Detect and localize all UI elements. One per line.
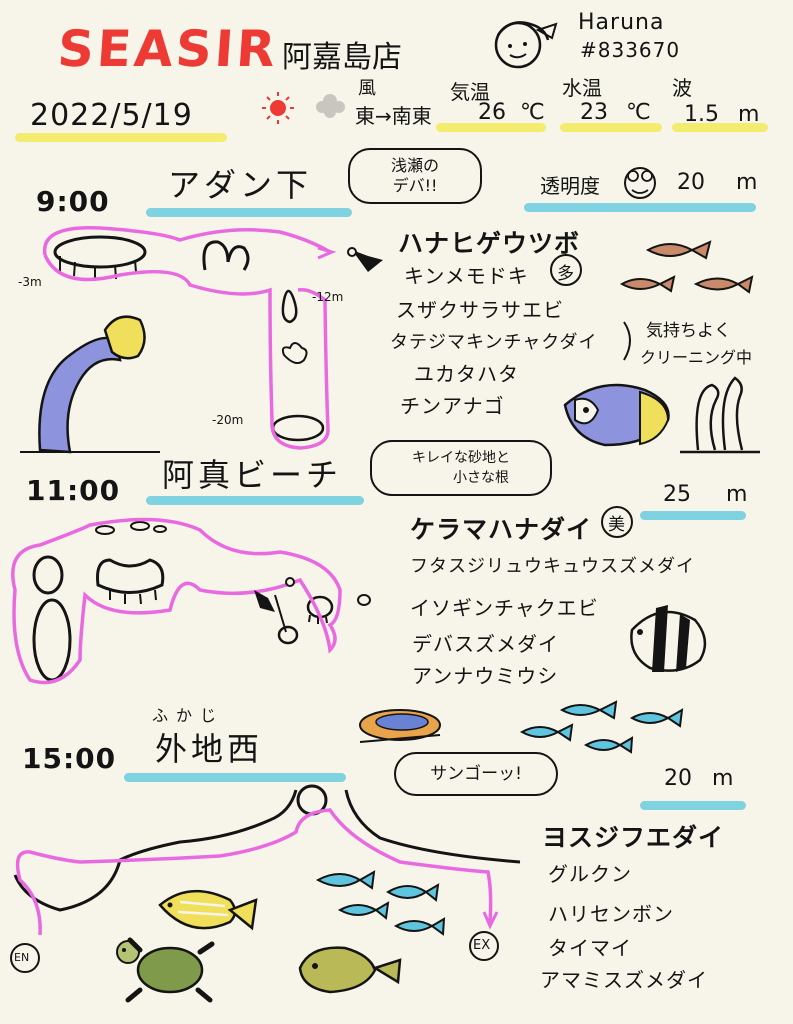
dive-1-map	[42, 225, 383, 450]
blue-fish-school-2	[315, 870, 446, 936]
dive-1-visibility-value: 20	[677, 170, 705, 195]
orange-fish-drawings	[619, 240, 754, 294]
water-temp-value: 23	[580, 100, 608, 125]
air-temp-underline	[436, 123, 546, 132]
dive-3-species-3: タイマイ	[548, 936, 632, 960]
staff-id: #833670	[580, 38, 681, 62]
dive-3-highlight: ヨスジフエダイ	[542, 823, 725, 852]
dive-1-bubble: 浅瀬の デバ!!	[348, 148, 482, 204]
air-temp-unit: ℃	[520, 100, 545, 125]
dive-1-depth-1: -3m	[18, 275, 42, 289]
dive-1-visibility-underline	[524, 203, 756, 212]
dive-2-bubble: キレイな砂地と 小さな根	[370, 440, 552, 496]
dive-2-bubble-line-1: キレイな砂地と	[412, 450, 510, 466]
dive-2-species-1: フタスジリュウキュウスズメダイ	[410, 556, 695, 577]
dive-1-visibility-unit: m	[736, 170, 758, 195]
dive-3-time: 15:00	[22, 742, 117, 775]
dive-3-visibility-unit: m	[712, 766, 734, 791]
dive-date: 2022/5/19	[30, 98, 193, 133]
dive-1-visibility-label: 透明度	[540, 174, 600, 198]
dive-3-bubble-line-1: サンゴーッ!	[430, 764, 522, 784]
dive-1-note-2: クリーニング中	[640, 348, 753, 367]
dive-1-highlight: ハナヒゲウツボ	[398, 229, 581, 258]
turtle-drawing	[116, 937, 215, 1003]
dive-2-species-3: デバスズメダイ	[412, 632, 559, 656]
dive-1-species-2: スザクサラサエビ	[396, 298, 564, 322]
dive-1-time: 9:00	[36, 185, 110, 218]
wave-underline	[672, 123, 768, 132]
dive-1-species-4: ユカタハタ	[414, 362, 519, 386]
dive-1-site: アダン下	[168, 166, 313, 204]
dive-3-site: 外地西	[155, 730, 264, 768]
dive-2-visibility-value: 25	[663, 482, 691, 507]
dive-1-bubble-line-1: 浅瀬の	[390, 156, 439, 175]
dive-2-time: 11:00	[26, 474, 121, 507]
dive-2-site-underline	[146, 496, 364, 505]
entry-marker	[10, 943, 40, 973]
dive-2-flag	[254, 577, 295, 633]
dive-2-site: 阿真ビーチ	[162, 456, 343, 494]
dive-2-bubble-line-2: 小さな根	[453, 470, 509, 486]
dive-3-species-2: ハリセンボン	[548, 902, 674, 926]
dive-2-highlight: ケラマハナダイ	[410, 515, 593, 544]
dive-3-bubble: サンゴーッ!	[394, 752, 558, 796]
dive-1-species-1: キンメモドキ	[404, 264, 529, 288]
wave-value: 1.5	[684, 102, 719, 127]
water-temp-unit: ℃	[626, 100, 651, 125]
dive-1-depth-3: -20m	[212, 413, 244, 427]
wind-value: 東→南東	[355, 104, 432, 128]
exit-marker	[469, 931, 499, 961]
dive-1-badge: 多	[557, 264, 574, 284]
sun-icon	[262, 92, 294, 124]
chinanago-drawing	[680, 376, 760, 454]
dive-3-species-1: グルクン	[548, 862, 632, 886]
wave-label: 波	[672, 76, 692, 100]
dive-3-entry-label: EN	[14, 951, 30, 964]
nudibranch-drawing	[359, 709, 441, 743]
porcupinefish-drawing	[298, 946, 402, 994]
dive-1-site-underline	[146, 208, 352, 217]
cloud-icon	[316, 94, 345, 118]
blue-fish-school-1	[519, 700, 684, 754]
dive-3-map	[13, 784, 521, 912]
angelfish-drawing	[563, 383, 670, 447]
dive-3-visibility-value: 20	[664, 766, 692, 791]
dive-3-exit-label: EX	[473, 938, 491, 953]
wind-label: 風	[358, 78, 376, 99]
dive-3-site-ruby: ふかじ	[152, 706, 225, 725]
date-underline	[15, 133, 227, 142]
dive-2-badge: 美	[608, 515, 625, 535]
staff-face-icon	[494, 21, 558, 69]
water-temp-label: 水温	[562, 76, 602, 100]
dive-1-species-3: タテジマキンチャクダイ	[390, 332, 598, 353]
yellow-fish-drawing	[158, 889, 258, 931]
dive-3-species-4: アマミスズメダイ	[540, 968, 708, 992]
dive-2-visibility-unit: m	[726, 482, 748, 507]
dive-3-site-underline	[124, 773, 346, 782]
dive-2-map	[32, 521, 371, 682]
dive-2-species-4: アンナウミウシ	[412, 664, 559, 688]
goggle-face-icon	[624, 167, 656, 199]
dive-1-bubble-line-2: デバ!!	[392, 176, 438, 195]
air-temp-value: 26	[478, 100, 506, 125]
dive-1-species-5: チンアナゴ	[400, 394, 505, 418]
air-temp-label: 気温	[450, 80, 490, 104]
staff-name: Haruna	[578, 10, 665, 35]
dive-3-visibility-underline	[640, 801, 746, 810]
wave-unit: m	[738, 102, 760, 127]
dive-2-species-2: イソギンチャクエビ	[410, 596, 599, 620]
garden-eel-drawing	[20, 315, 160, 454]
water-temp-underline	[560, 123, 662, 132]
dive-1-note-1: 気持ちよく	[646, 321, 731, 341]
damselfish-drawing	[630, 605, 707, 672]
shop-name: 阿嘉島店	[282, 40, 402, 75]
dive-2-visibility-underline	[640, 511, 746, 520]
dive-1-depth-2: -12m	[312, 290, 344, 304]
